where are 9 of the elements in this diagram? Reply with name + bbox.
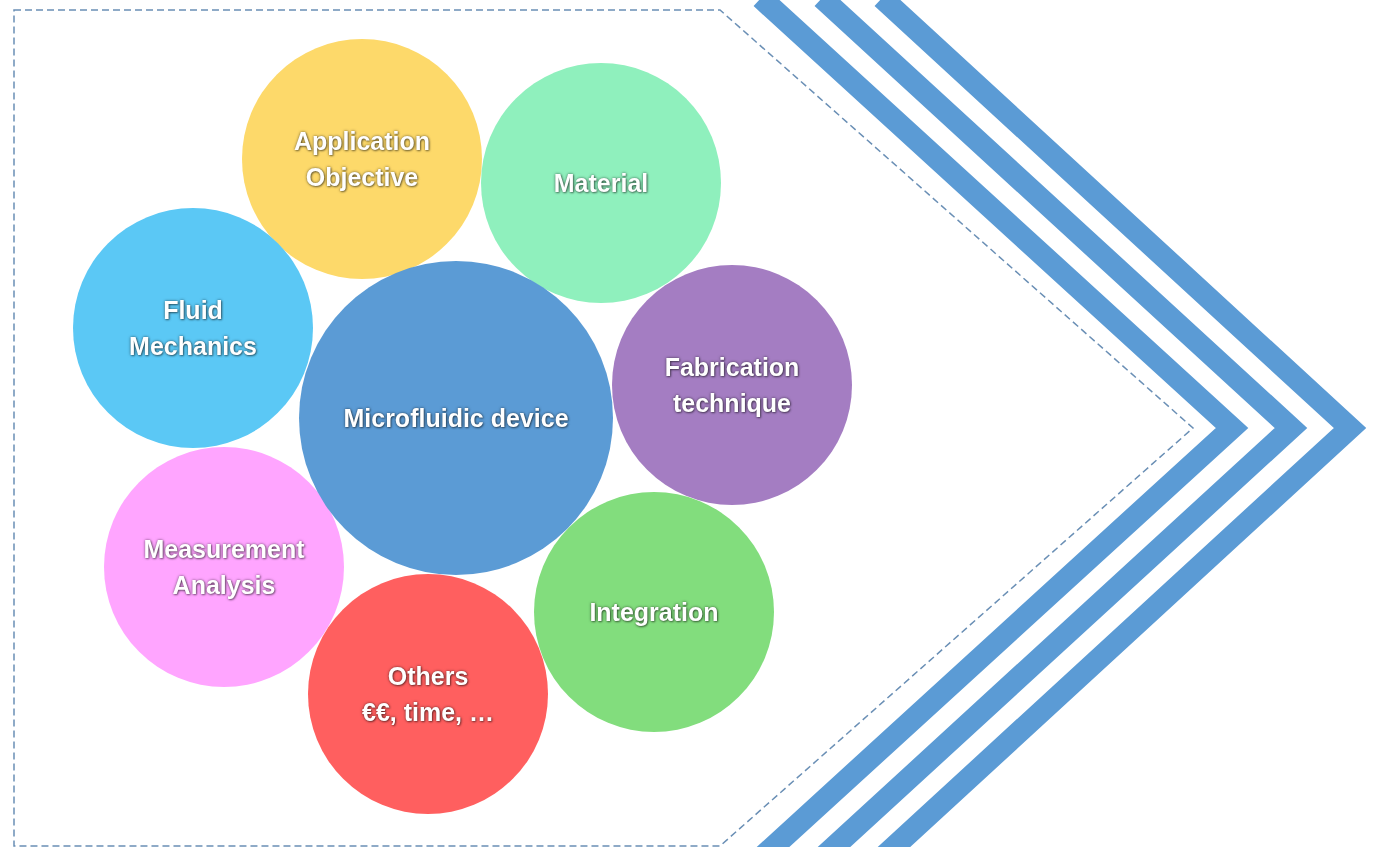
circle-label: Fluid Mechanics [128,294,258,362]
circle-label: Measurement Analysis [142,533,306,601]
circle-label: Application Objective [292,125,432,193]
circle-label: Integration [589,596,719,628]
circle-label: €€, time, … [362,697,494,728]
circle-label: Material [553,167,649,199]
circle-label: Microfluidic device [343,402,569,434]
circle-label: Others [387,660,469,692]
circle-label: Fabrication technique [663,351,801,419]
